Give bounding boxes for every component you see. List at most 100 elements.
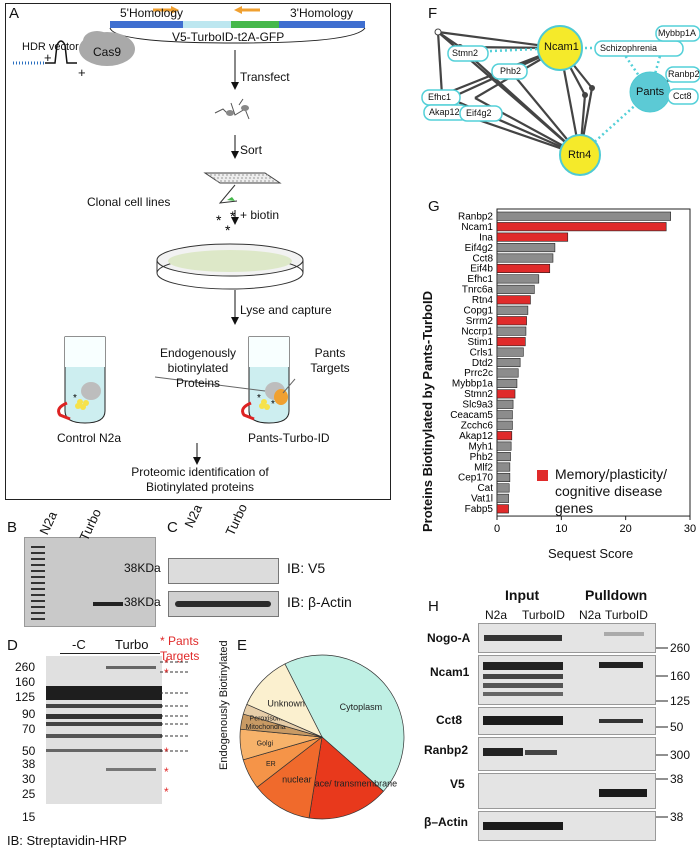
g-legend-text: Memory/plasticity/ cognitive disease gen… xyxy=(555,466,668,516)
dashed-marks: ***** xyxy=(160,656,190,799)
mw-h-50: 50 xyxy=(670,720,684,734)
g-category-label: Efhc1 xyxy=(467,274,493,285)
pants-targets-label: Pants Targets xyxy=(310,346,350,375)
g-bar xyxy=(496,431,513,441)
node-stmn2: Stmn2 xyxy=(452,48,479,58)
svg-text:*: * xyxy=(216,212,222,228)
g-category-label: Akap12 xyxy=(459,431,493,442)
g-category-label: Eif4g2 xyxy=(465,243,494,254)
node-efhc1: Efhc1 xyxy=(428,92,452,102)
g-bar xyxy=(496,483,510,493)
mw-marker: 70 xyxy=(22,722,36,736)
pie-slice-label: Golgi xyxy=(257,740,274,747)
svg-text:*: * xyxy=(164,666,169,680)
mw-h-260: 260 xyxy=(670,641,691,655)
mw-ticks-h xyxy=(656,647,668,818)
svg-text:*: * xyxy=(164,745,169,759)
mw-h-38a: 38 xyxy=(670,772,684,786)
panel-e-label: E xyxy=(237,637,248,654)
g-bar xyxy=(496,295,531,305)
row-v5: V5 xyxy=(450,777,465,791)
g-bar xyxy=(496,211,671,221)
g-bar xyxy=(496,441,512,451)
mw-marker: 160 xyxy=(15,675,36,689)
row-cct8: Cct8 xyxy=(436,713,463,727)
control-n2a-label: Control N2a xyxy=(57,431,122,445)
lane-n2a-c: N2a xyxy=(181,502,206,530)
g-category-label: Eif4b xyxy=(470,264,493,275)
pie-slice-label: nuclear xyxy=(282,774,312,784)
lane-underline xyxy=(60,653,160,654)
step-transfect: Transfect xyxy=(240,70,290,84)
g-category-label: Cat xyxy=(477,483,493,494)
panel-a-label: A xyxy=(9,5,20,22)
mw-marker: 260 xyxy=(15,660,36,674)
g-bar xyxy=(496,284,535,294)
g-legend-swatch xyxy=(537,470,548,481)
g-category-label: Copg1 xyxy=(464,306,494,317)
g-bar xyxy=(496,472,511,482)
g-category-label: Vat1l xyxy=(471,494,493,505)
panel-h-label: H xyxy=(428,598,439,615)
g-bar xyxy=(496,305,529,315)
g-bar xyxy=(496,378,518,388)
lane-h-4: TurboID xyxy=(605,608,648,622)
lyse-label: Lyse and capture xyxy=(240,303,332,317)
g-xlabel: Sequest Score xyxy=(548,546,634,561)
g-bar xyxy=(496,347,524,357)
node-rtn4: Rtn4 xyxy=(568,149,592,161)
pie-slice xyxy=(256,736,323,819)
g-category-label: Srrm2 xyxy=(466,316,494,327)
svg-text:*: * xyxy=(164,765,169,779)
node-phb2: Phb2 xyxy=(500,66,522,76)
mw-h-38b: 38 xyxy=(670,810,684,824)
pulldown-header: Pulldown xyxy=(585,587,648,603)
pie-slice xyxy=(246,663,323,738)
step-sort: Sort xyxy=(240,143,263,157)
pants-turbo-label: Pants-Turbo-ID xyxy=(248,431,330,445)
row-ranbp2: Ranbp2 xyxy=(424,743,469,757)
svg-text:*: * xyxy=(257,393,261,404)
pants-targets-legend: * Pants Targets xyxy=(160,634,200,663)
g-category-label: Stim1 xyxy=(467,337,493,348)
g-category-label: Mlf2 xyxy=(474,462,493,473)
g-ylabel: Proteins Biotinylated by Pants-TurboID xyxy=(420,290,435,532)
g-bar xyxy=(496,358,521,368)
g-category-label: Ranbp2 xyxy=(458,211,493,222)
g-category-label: Slc9a3 xyxy=(462,400,493,411)
row-actin: β–Actin xyxy=(424,815,468,829)
lane-h-3: N2a xyxy=(579,608,602,622)
pie-slice-label: Cell Surface/ transmembrane xyxy=(280,778,397,788)
pie-slice-label: Unknown xyxy=(267,698,305,708)
g-category-label: Crls1 xyxy=(470,347,494,358)
svg-text:*: * xyxy=(230,208,236,224)
pie-slice-label: Cytoplasm xyxy=(340,702,383,712)
ib-streptavidin: IB: Streptavidin-HRP xyxy=(7,833,127,848)
g-x-tick-label: 0 xyxy=(494,523,500,535)
g-bar xyxy=(496,316,527,326)
node-ncam1: Ncam1 xyxy=(544,41,579,53)
pie-slice xyxy=(308,736,384,820)
node-ranbp2: Ranbp2 xyxy=(668,69,700,79)
blot-grid xyxy=(478,623,656,845)
g-bar xyxy=(496,410,513,420)
g-bar xyxy=(496,368,519,378)
node-akap12: Akap12 xyxy=(429,107,460,117)
mw-38-c1: 38KDa xyxy=(124,561,161,575)
node-eif4g2: Eif4g2 xyxy=(466,108,492,118)
g-category-label: Cep170 xyxy=(458,473,493,484)
mw-38-c2: 38KDa xyxy=(124,595,161,609)
g-bar xyxy=(496,452,511,462)
g-bar xyxy=(496,232,569,242)
svg-text:*: * xyxy=(164,785,169,799)
g-category-label: Nccrp1 xyxy=(461,326,493,337)
mw-marker: 15 xyxy=(22,810,36,824)
sequest-bar-chart: Ranbp2Ncam1InaEif4g2Cct8Eif4bEfhc1Tnrc6a… xyxy=(450,208,696,535)
row-nogo-a: Nogo-A xyxy=(427,631,471,645)
mw-marker: 50 xyxy=(22,744,36,758)
lane-n2a-b: N2a xyxy=(36,509,61,537)
panel-b-label: B xyxy=(7,519,18,536)
g-x-tick-label: 20 xyxy=(620,523,632,535)
g-category-label: Cct8 xyxy=(472,253,493,264)
